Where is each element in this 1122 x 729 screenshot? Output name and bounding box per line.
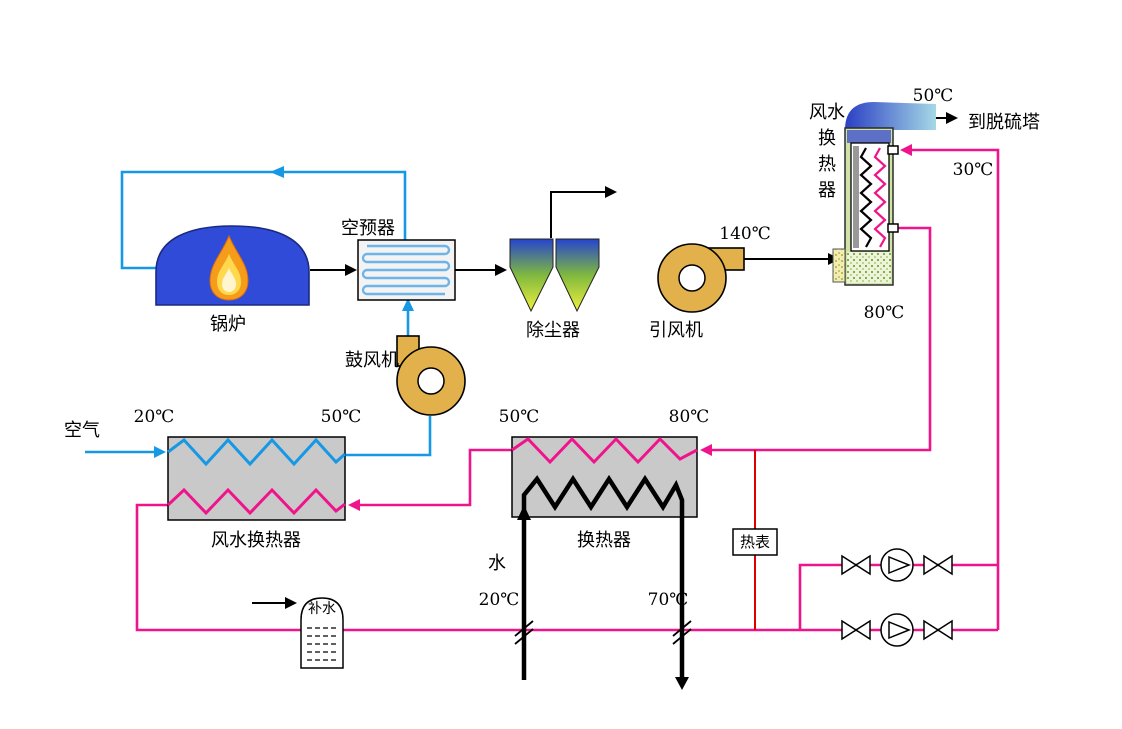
pipe-lefthx-to-blower	[345, 416, 432, 457]
arrow-right-icon	[154, 446, 166, 458]
flue-gas-pipes	[310, 112, 958, 276]
hx-supply-temp: 80℃	[863, 303, 905, 323]
hot-out-temp: 50℃	[498, 407, 540, 427]
hot-in-temp: 80℃	[668, 407, 710, 427]
pipe-stub	[887, 223, 899, 233]
arrow-right-icon	[285, 597, 297, 609]
stack-outlet-temp: 50℃	[912, 86, 954, 106]
flue-hx-baffle	[853, 146, 859, 248]
water-hx-label: 换热器	[577, 530, 631, 551]
arrow-right-icon	[495, 264, 507, 276]
pipe-break-icon	[672, 620, 692, 645]
water-out-temp: 70℃	[647, 590, 689, 610]
arrow-left-icon	[348, 499, 360, 511]
hot-water-coil	[511, 436, 698, 465]
hx-return-temp: 30℃	[952, 160, 994, 180]
water-in-temp: 20℃	[478, 590, 520, 610]
preheater-coil	[361, 244, 451, 296]
dust-funnel-right	[555, 238, 600, 313]
arrow-left-icon	[700, 444, 712, 456]
flue-hx-label: 风水 换 热 器	[809, 102, 845, 202]
air-preheater-label: 空预器	[341, 218, 395, 239]
air-out-temp: 50℃	[320, 407, 362, 427]
boiler-label: 锅炉	[210, 314, 246, 335]
water-label: 水	[488, 553, 506, 574]
water-coil	[166, 487, 346, 516]
makeup-tank-label: 补水	[308, 601, 336, 617]
flue-hx-top-gas	[847, 130, 891, 143]
arrow-right-icon	[946, 112, 958, 124]
dust-funnel-left	[509, 238, 554, 313]
valve-icon	[841, 619, 871, 641]
blower-label: 鼓风机	[345, 350, 399, 371]
arrow-up-icon	[402, 298, 414, 311]
arrow-up-icon	[517, 505, 531, 520]
makeup-water-tank	[252, 597, 344, 669]
arrow-right-icon	[605, 186, 617, 198]
water-heat-exchanger	[511, 436, 698, 690]
pipe-break-icon	[514, 620, 534, 645]
fan-hub-icon	[678, 264, 706, 292]
pump-icon	[880, 548, 914, 582]
flue-hx-black-coil	[859, 147, 873, 248]
arrow-right-icon	[345, 264, 357, 276]
valve-icon	[923, 619, 953, 641]
induced-draft-fan	[657, 243, 745, 313]
forced-draft-fan	[396, 335, 466, 416]
flame-core	[222, 268, 236, 292]
boiler	[155, 225, 310, 306]
dust-collector-label: 除尘器	[526, 320, 580, 341]
pipe-dust-to-fan	[550, 191, 607, 238]
flue-hx-packing	[847, 252, 891, 283]
pump-icon	[880, 613, 914, 647]
hot-water-pipes	[135, 144, 1000, 632]
exhaust-plume	[845, 102, 936, 130]
air-inlet-label: 空气	[64, 420, 100, 441]
pipe-riser-return	[906, 148, 1000, 630]
pipe-midhx-to-lefthx	[358, 448, 512, 507]
air-in-temp: 20℃	[133, 407, 175, 427]
flue-gas-heat-exchanger	[832, 102, 936, 286]
pipe-return-bottom	[135, 503, 800, 632]
arrow-down-icon	[675, 677, 689, 690]
pump-branch-1	[841, 548, 953, 582]
arrow-left-icon	[900, 144, 912, 156]
cold-water-coil	[521, 474, 685, 680]
flue-hx-pink-coil	[873, 147, 887, 248]
flue-inlet-elbow	[832, 248, 846, 283]
to-tower-label: 到脱硫塔	[968, 112, 1040, 133]
blower-hub-icon	[417, 367, 445, 395]
valve-icon	[841, 554, 871, 576]
heat-meter-label: 热表	[739, 533, 771, 551]
dust-collector	[509, 238, 600, 313]
air-pipes	[85, 298, 432, 458]
air-water-heat-exchanger	[166, 436, 346, 521]
pump-branch-2	[841, 613, 953, 647]
air-preheater	[357, 239, 456, 301]
air-recirculation-pipe	[120, 166, 407, 270]
induced-fan-label: 引风机	[649, 320, 703, 341]
air-water-hx-label: 风水换热器	[211, 530, 301, 551]
valve-icon	[923, 554, 953, 576]
fan-outlet-temp: 140℃	[719, 224, 771, 244]
arrow-left-icon	[270, 166, 284, 178]
pipe-stub	[887, 145, 899, 155]
pipe-hx-supply	[712, 226, 932, 452]
air-coil	[167, 437, 346, 467]
tank-body	[300, 597, 344, 669]
heat-meter-box	[732, 528, 778, 556]
